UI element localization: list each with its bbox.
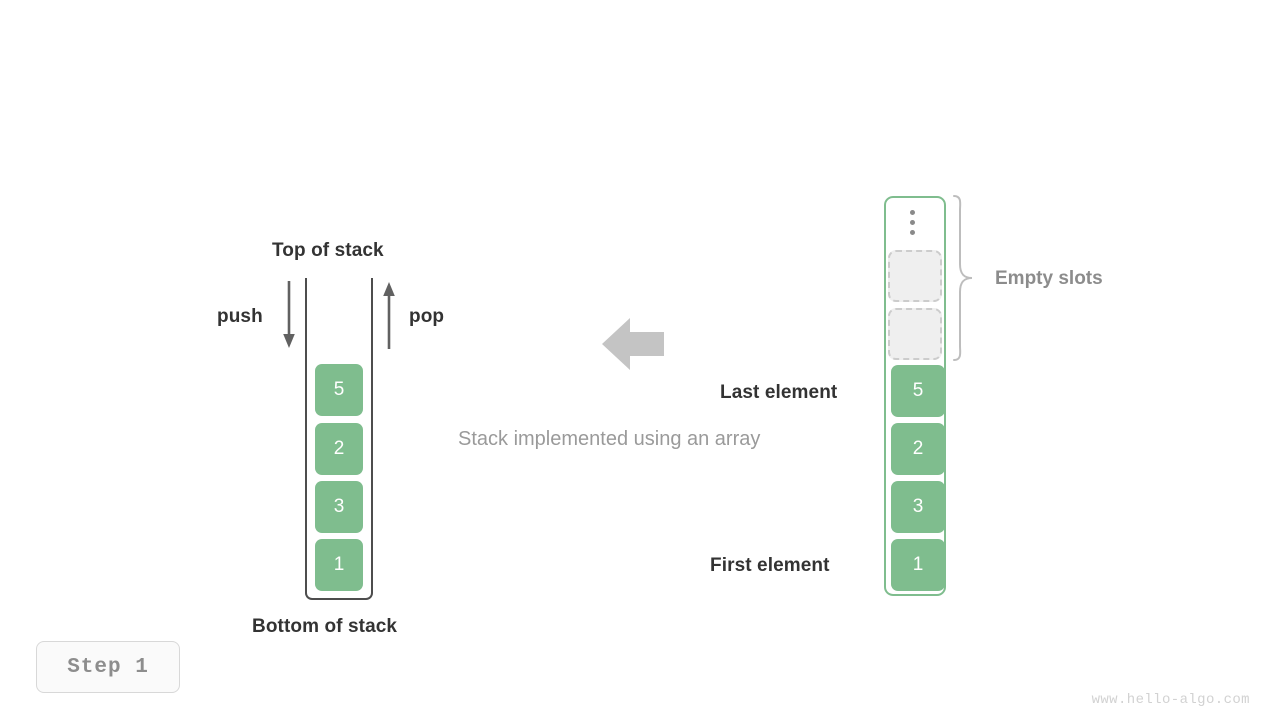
empty-slots-label: Empty slots: [995, 268, 1103, 289]
pop-arrow-icon: [383, 282, 395, 349]
first-element-label: First element: [710, 555, 830, 576]
push-arrow-icon: [283, 281, 295, 348]
watermark: www.hello-algo.com: [1091, 692, 1250, 708]
empty-slot[interactable]: [888, 250, 942, 302]
bottom-of-stack-label: Bottom of stack: [252, 616, 398, 637]
array-container: 5 2 3 1: [884, 196, 946, 596]
array-cell[interactable]: 3: [891, 481, 945, 533]
vertical-ellipsis-icon: [910, 210, 918, 240]
stack-cell[interactable]: 5: [315, 364, 363, 416]
pop-label: pop: [409, 306, 445, 327]
stack-cell[interactable]: 2: [315, 423, 363, 475]
push-label: push: [217, 306, 263, 327]
stack-cell[interactable]: 1: [315, 539, 363, 591]
arrow-left-icon: [602, 318, 664, 370]
empty-slots-brace: [953, 195, 973, 361]
array-cell[interactable]: 1: [891, 539, 945, 591]
figure-caption: Stack implemented using an array: [458, 428, 761, 450]
last-element-label: Last element: [720, 382, 838, 403]
array-cell[interactable]: 2: [891, 423, 945, 475]
stack-cell[interactable]: 3: [315, 481, 363, 533]
empty-slot[interactable]: [888, 308, 942, 360]
step-badge: Step 1: [36, 641, 180, 693]
array-cell[interactable]: 5: [891, 365, 945, 417]
stack-container: 5 2 3 1: [305, 278, 373, 600]
top-of-stack-label: Top of stack: [272, 240, 384, 261]
